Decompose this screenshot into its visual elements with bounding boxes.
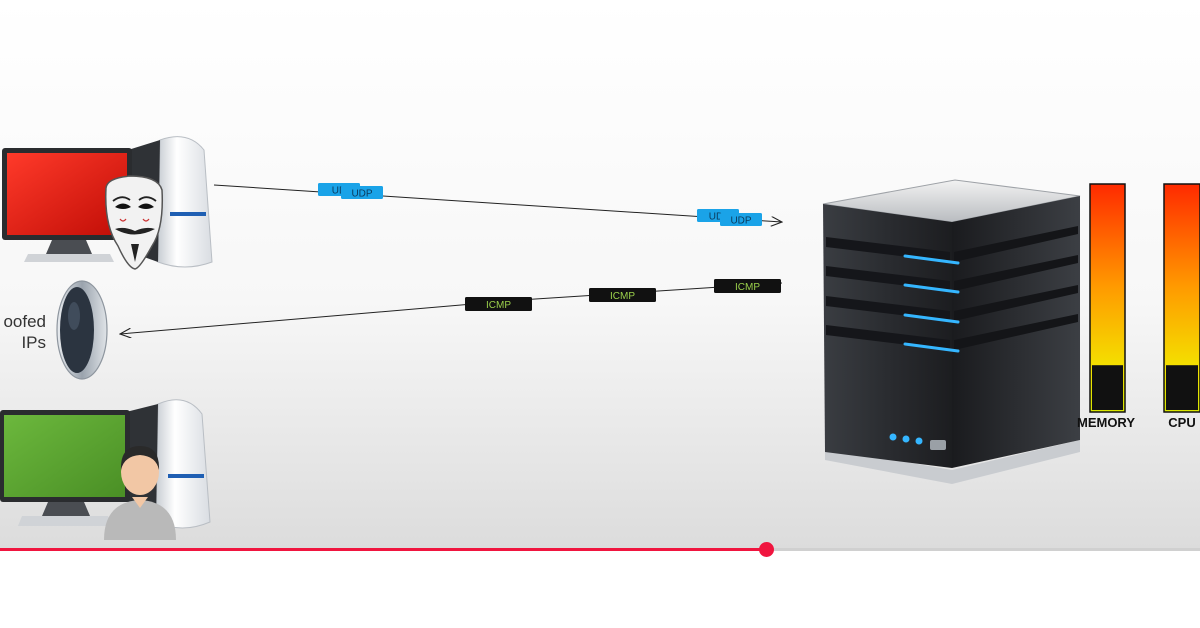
memory-label: MEMORY [1077,415,1135,430]
victim-computer [0,399,211,540]
udp-flow-arrow [213,184,782,222]
video-progress-fill [0,548,766,551]
icmp-packet-label: ICMP [735,282,760,293]
icmp-packet: ICMP [589,288,656,302]
video-scrubber-handle[interactable] [758,542,774,557]
person-icon [104,446,176,540]
diagram-canvas: oofed IPs UD UDP UD UDP [0,136,1200,540]
udp-packet-label: UD [709,212,723,223]
server-tower-icon [822,179,1081,484]
diagram-stage: oofed IPs UD UDP UD UDP [0,0,1200,550]
attacker-computer [2,136,213,270]
udp-packet: UDP [720,213,762,227]
icmp-packet: ICMP [714,279,781,293]
spoofed-label-line2: IPs [21,333,46,352]
spoof-lens-group: oofed IPs [3,280,108,380]
udp-packet: UDP [341,186,383,200]
cpu-label: CPU [1168,415,1195,430]
icmp-packet-label: ICMP [486,300,511,311]
victim-screen [4,415,125,497]
udp-packet-label: UD [332,186,346,197]
server-led [903,254,960,353]
anonymous-mask-icon [105,175,164,270]
udp-packet-label: UDP [351,189,372,200]
memory-gauge-empty [1092,365,1123,410]
udp-packet-label: UDP [730,216,751,227]
video-progress-bar[interactable] [0,542,1200,557]
icmp-flow-arrow [120,282,783,334]
cpu-gauge: CPU [1163,183,1200,430]
cpu-gauge-empty [1166,365,1198,410]
icmp-packet: ICMP [465,297,532,311]
icmp-packet-label: ICMP [610,291,635,302]
memory-gauge: MEMORY [1077,183,1135,430]
spoofed-label-line1: oofed [3,312,46,331]
lens-icon [56,280,108,380]
